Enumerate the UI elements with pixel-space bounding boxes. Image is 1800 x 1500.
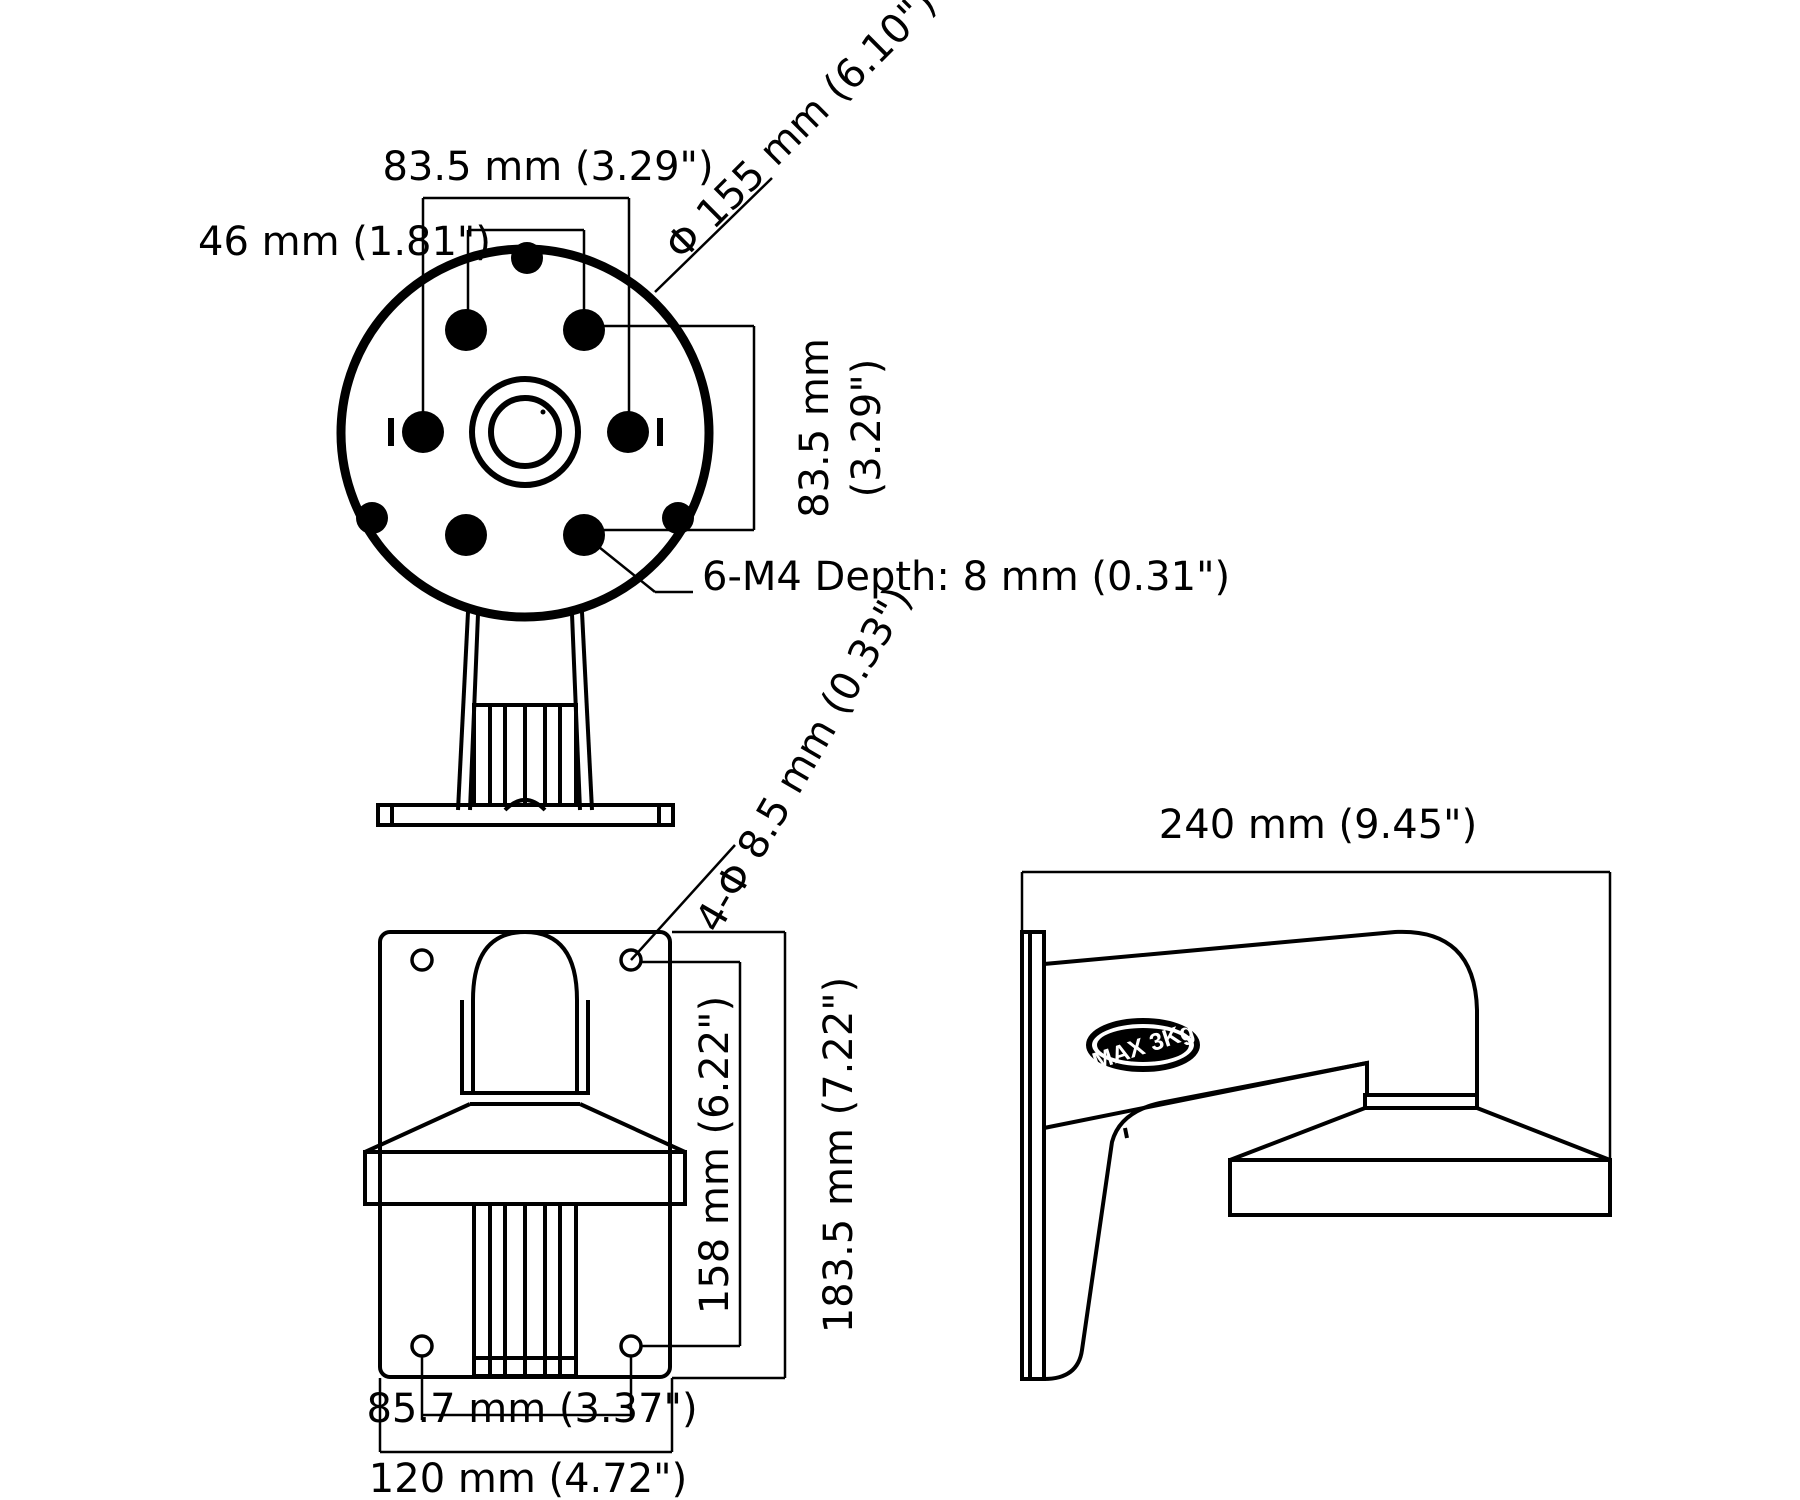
dim-base-hole-horizontal: 85.7 mm (3.37") bbox=[366, 1386, 697, 1432]
dim-plate-diameter: Φ 155 mm (6.10") bbox=[657, 0, 946, 269]
side-view-bracket: MAX 3Kg bbox=[1020, 929, 1612, 1381]
base-flange bbox=[376, 803, 675, 827]
wall-hole bbox=[410, 1334, 434, 1358]
screw-hole bbox=[356, 502, 388, 534]
front-view-dimension-lines bbox=[378, 844, 787, 1454]
screw-hole bbox=[511, 242, 543, 274]
max-load-badge: MAX 3Kg bbox=[1086, 1017, 1200, 1076]
dim-vertical-hole-spacing-line1: 83.5 mm bbox=[792, 338, 838, 518]
top-view-mounting-plate bbox=[336, 242, 714, 827]
wall-hole bbox=[619, 948, 643, 972]
dim-base-height: 183.5 mm (7.22") bbox=[816, 977, 862, 1334]
wall-hole bbox=[619, 1334, 643, 1358]
plate-outline bbox=[336, 244, 714, 622]
dim-arm-length: 240 mm (9.45") bbox=[1159, 802, 1477, 848]
dim-base-hole-vertical: 158 mm (6.22") bbox=[692, 996, 738, 1314]
dim-wall-holes: 4-Φ 8.5 mm (0.33") bbox=[687, 579, 922, 940]
front-view-bracket bbox=[363, 929, 687, 1379]
screw-hole bbox=[662, 502, 694, 534]
hole-marker bbox=[657, 418, 663, 446]
dim-screw-holes: 6-M4 Depth: 8 mm (0.31") bbox=[702, 554, 1230, 600]
center-hub-inner bbox=[488, 395, 562, 469]
bracket-neck bbox=[456, 611, 594, 812]
center-hub-outer bbox=[469, 376, 581, 488]
wall-hole bbox=[410, 948, 434, 972]
dim-base-width: 120 mm (4.72") bbox=[369, 1456, 687, 1500]
dimension-labels: 83.5 mm (3.29") 46 mm (1.81") Φ 155 mm (… bbox=[198, 0, 1477, 1500]
hole-marker bbox=[388, 418, 394, 446]
dim-vertical-hole-spacing-line2: (3.29") bbox=[844, 359, 890, 498]
screw-hole bbox=[445, 309, 487, 351]
screw-hole bbox=[445, 514, 487, 556]
top-view-dimension-lines bbox=[421, 177, 773, 594]
dim-top-hole-spacing: 83.5 mm (3.29") bbox=[382, 144, 713, 190]
center-hub-dot bbox=[540, 409, 546, 415]
side-view-dimension-lines bbox=[1020, 870, 1612, 1160]
dim-inner-hole-spacing: 46 mm (1.81") bbox=[198, 219, 491, 265]
side-wall-plate bbox=[1020, 930, 1046, 1381]
side-arm bbox=[1043, 929, 1612, 1381]
arm-front bbox=[363, 929, 687, 1378]
